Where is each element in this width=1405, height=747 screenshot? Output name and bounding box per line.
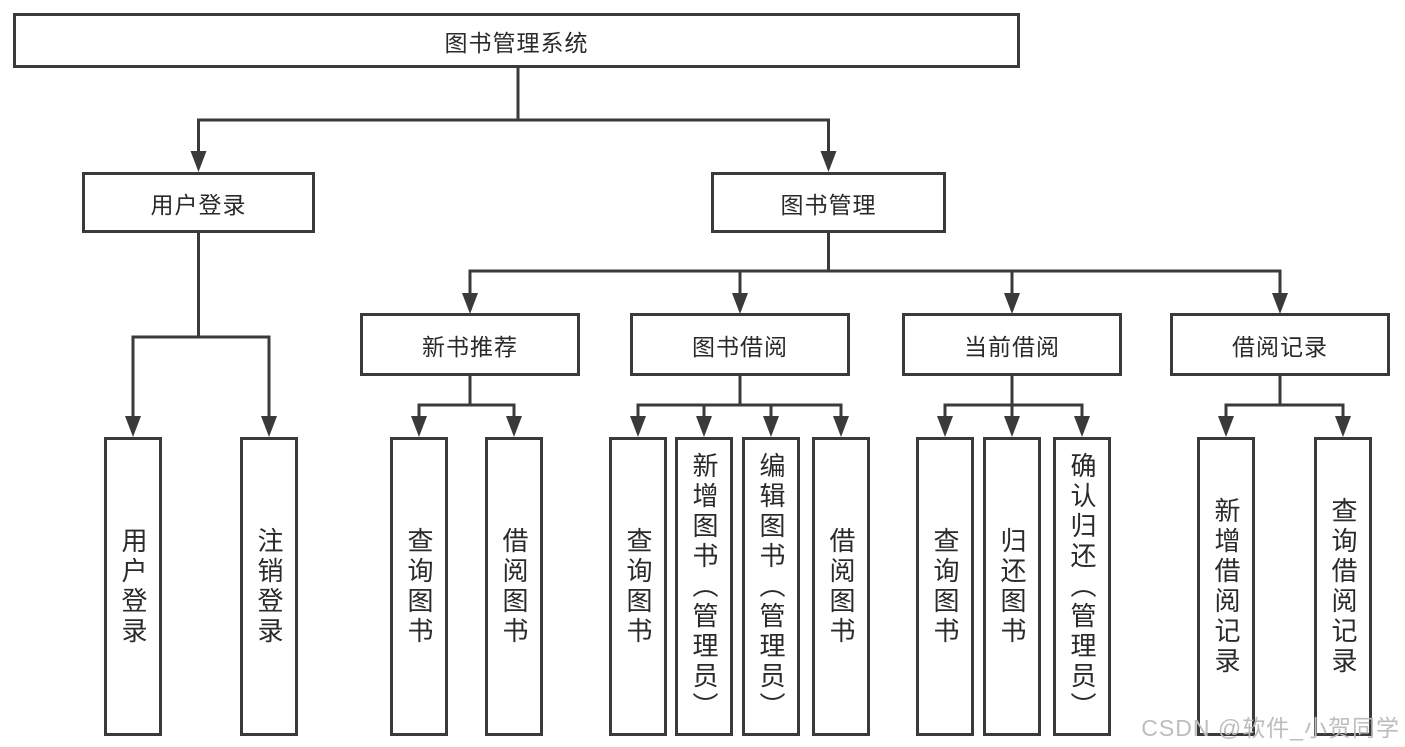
leaf-logout: 注销登录 [240, 437, 298, 736]
leaf-user-login: 用户登录 [104, 437, 162, 736]
node-book-borrowing: 图书借阅 [630, 313, 850, 376]
leaf-current-return-books: 归还图书 [983, 437, 1041, 736]
node-new-book-recommend: 新书推荐 [360, 313, 580, 376]
node-borrowing-records: 借阅记录 [1170, 313, 1390, 376]
leaf-borrow-query-books: 查询图书 [609, 437, 667, 736]
node-current-borrowing: 当前借阅 [902, 313, 1122, 376]
leaf-borrow-edit-books-admin: 编辑图书（管理员） [742, 437, 800, 736]
leaf-borrow-add-books-admin: 新增图书（管理员） [675, 437, 733, 736]
leaf-borrow-borrow-books: 借阅图书 [812, 437, 870, 736]
leaf-records-add-record: 新增借阅记录 [1197, 437, 1255, 736]
node-user-login: 用户登录 [82, 172, 315, 233]
csdn-watermark: CSDN @软件_小贺同学 [1141, 715, 1400, 741]
leaf-current-confirm-return-admin: 确认归还（管理员） [1053, 437, 1111, 736]
leaf-records-query-record: 查询借阅记录 [1314, 437, 1372, 736]
leaf-current-query-books: 查询图书 [916, 437, 974, 736]
leaf-newrec-query-books: 查询图书 [390, 437, 448, 736]
leaf-newrec-borrow-books: 借阅图书 [485, 437, 543, 736]
node-book-management: 图书管理 [711, 172, 946, 233]
node-root-system: 图书管理系统 [13, 13, 1020, 68]
